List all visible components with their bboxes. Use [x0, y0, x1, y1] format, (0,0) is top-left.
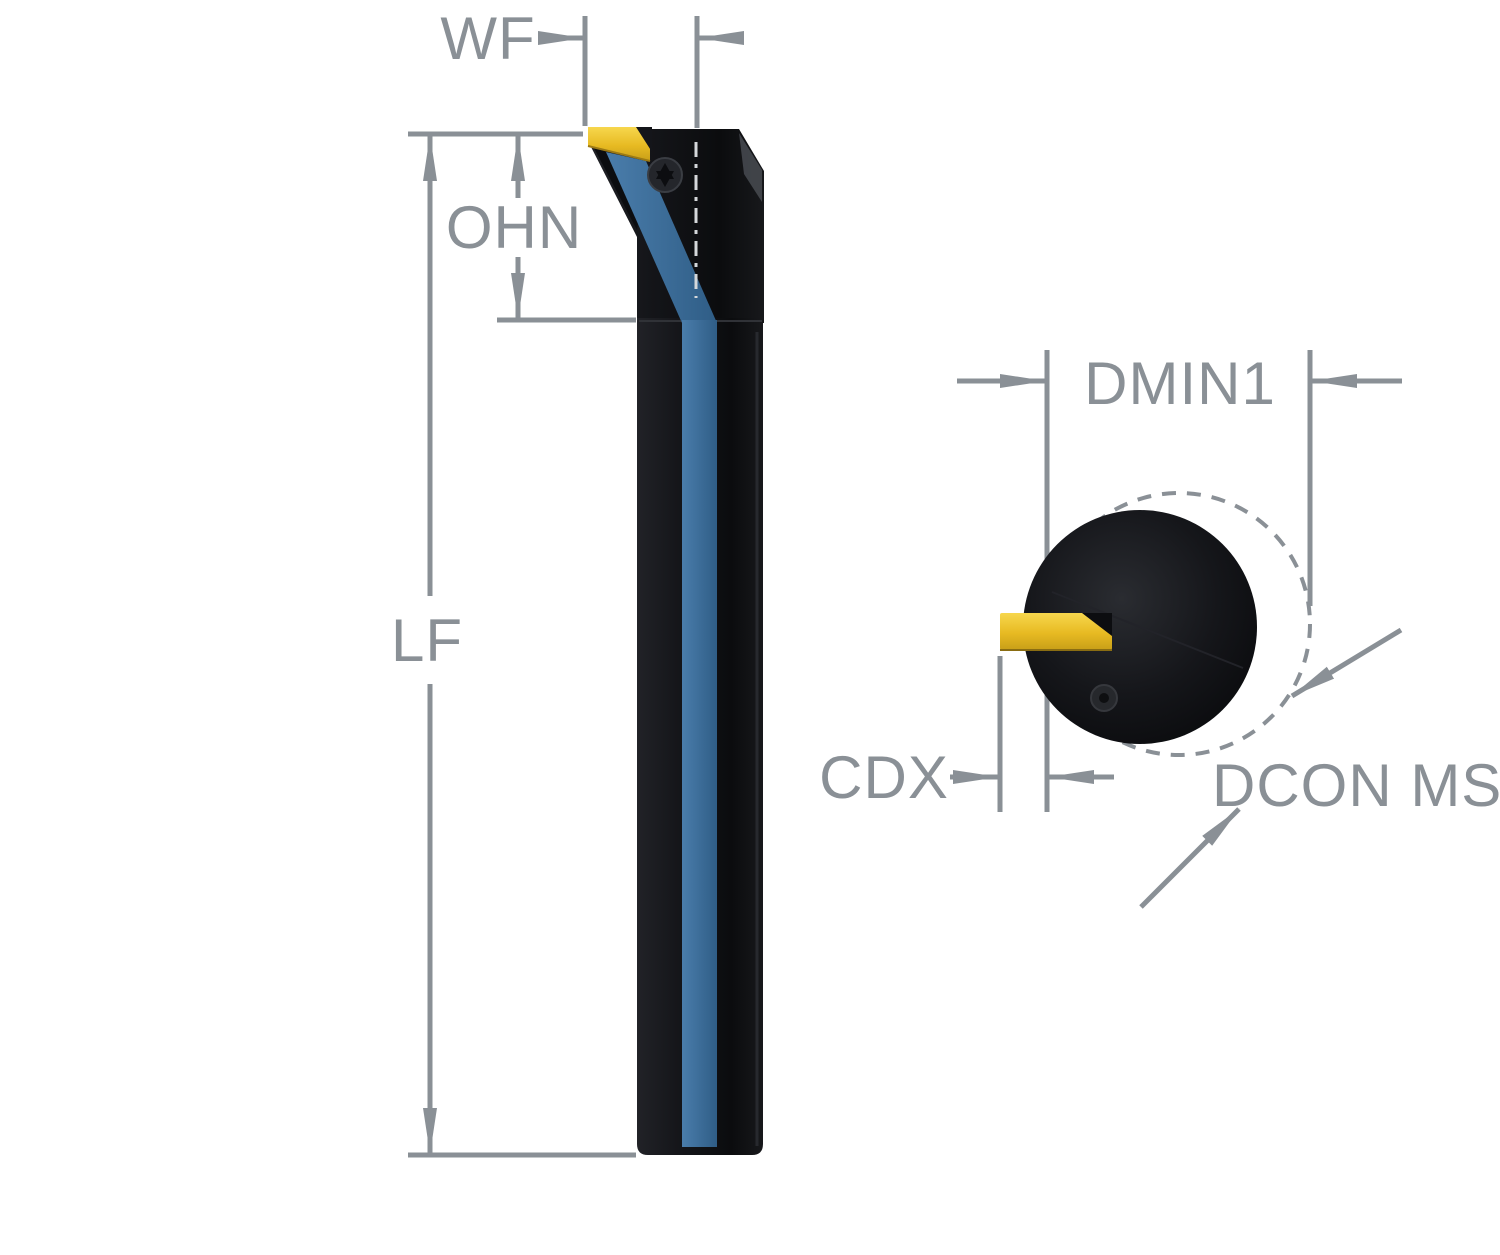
- insert-end-view: [1000, 613, 1112, 650]
- end-view-dimensions: DMIN1 CDX DCON MS: [819, 350, 1500, 909]
- insert-bottom-edge: [587, 145, 651, 162]
- head-facet: [739, 133, 762, 202]
- clamp-screw-icon: [1090, 684, 1118, 712]
- coolant-stripe-angled: [606, 152, 717, 323]
- insert-clamp-wedge: [636, 127, 652, 152]
- tool-side-view: [587, 127, 764, 1155]
- lf-label: LF: [391, 607, 463, 674]
- torx-screw-icon: [647, 157, 683, 193]
- clamp-seam: [1051, 591, 1244, 669]
- insert-end-clamp-wedge: [1082, 613, 1112, 636]
- coolant-stripe: [682, 320, 717, 1147]
- side-view-dimensions: WF OHN LF: [391, 5, 744, 1154]
- cdx-label: CDX: [819, 744, 949, 811]
- ohn-label: OHN: [446, 194, 582, 261]
- tool-end-view: [1000, 491, 1312, 757]
- dmin1-label: DMIN1: [1084, 350, 1276, 417]
- dcon-arrow-upper: [1290, 627, 1403, 699]
- dcon-arrow-lower: [1139, 807, 1241, 909]
- dcon-ms-label: DCON MS: [1212, 752, 1500, 819]
- insert-side: [588, 127, 650, 161]
- wf-label: WF: [440, 5, 535, 72]
